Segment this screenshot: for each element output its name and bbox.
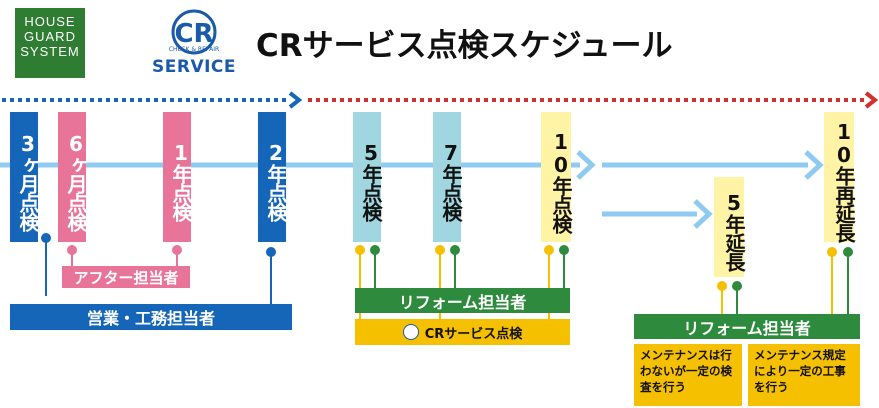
maintenance-note-right: メンテナンス規定により一定の工事を行う (748, 344, 860, 406)
cr-logo-mark-icon: CR (171, 9, 217, 55)
inspection-6-months: 6ヶ月点検 (58, 112, 88, 242)
cr-mark-text: CR (174, 19, 213, 49)
inspection-5-years: 5年点検 (353, 112, 383, 242)
logo-line-1: HOUSE (24, 14, 76, 29)
inspection-7-years: 7年点検 (433, 112, 463, 242)
second-arrow-icon (804, 150, 824, 180)
logo-line-3: SYSTEM (20, 44, 80, 59)
page-title: CRサービス点検スケジュール (256, 28, 673, 64)
sales-construction-staff-bar: 営業・工務担当者 (10, 304, 292, 330)
maintenance-note-left: メンテナンスは行わないが一定の検査を行う (634, 344, 742, 406)
cr-mini-logo-icon (402, 324, 419, 340)
reform-staff-bar-2: リフォーム担当者 (634, 314, 860, 339)
extension-5-years: 5年延長 (714, 177, 746, 277)
main-arrow-icon (576, 150, 596, 180)
reform-staff-bar-1: リフォーム担当者 (355, 288, 570, 313)
inspection-3-months: 3ヶ月点検 (10, 112, 40, 242)
logo-line-2: GUARD (24, 29, 76, 44)
branch-arrow-icon (693, 199, 713, 229)
inspection-2-years: 2年点検 (258, 112, 288, 242)
house-guard-system-logo: HOUSE GUARD SYSTEM (15, 8, 85, 78)
cr-service-check-label: CRサービス点検 (424, 326, 523, 342)
red-arrowhead-icon (864, 91, 879, 109)
cr-logo-tagline: CHECK & REPAIR (168, 46, 220, 53)
blue-arrowhead-icon (288, 91, 303, 109)
after-staff-bar: アフター担当者 (62, 266, 190, 288)
inspection-1-year: 1年点検 (163, 112, 193, 242)
cr-logo-service: SERVICE (152, 57, 237, 77)
cr-service-check-bar: CRサービス点検 (355, 319, 570, 345)
inspection-10-years: 10年点検 (541, 112, 573, 242)
extension-10-years: 10年再延長 (824, 112, 856, 242)
